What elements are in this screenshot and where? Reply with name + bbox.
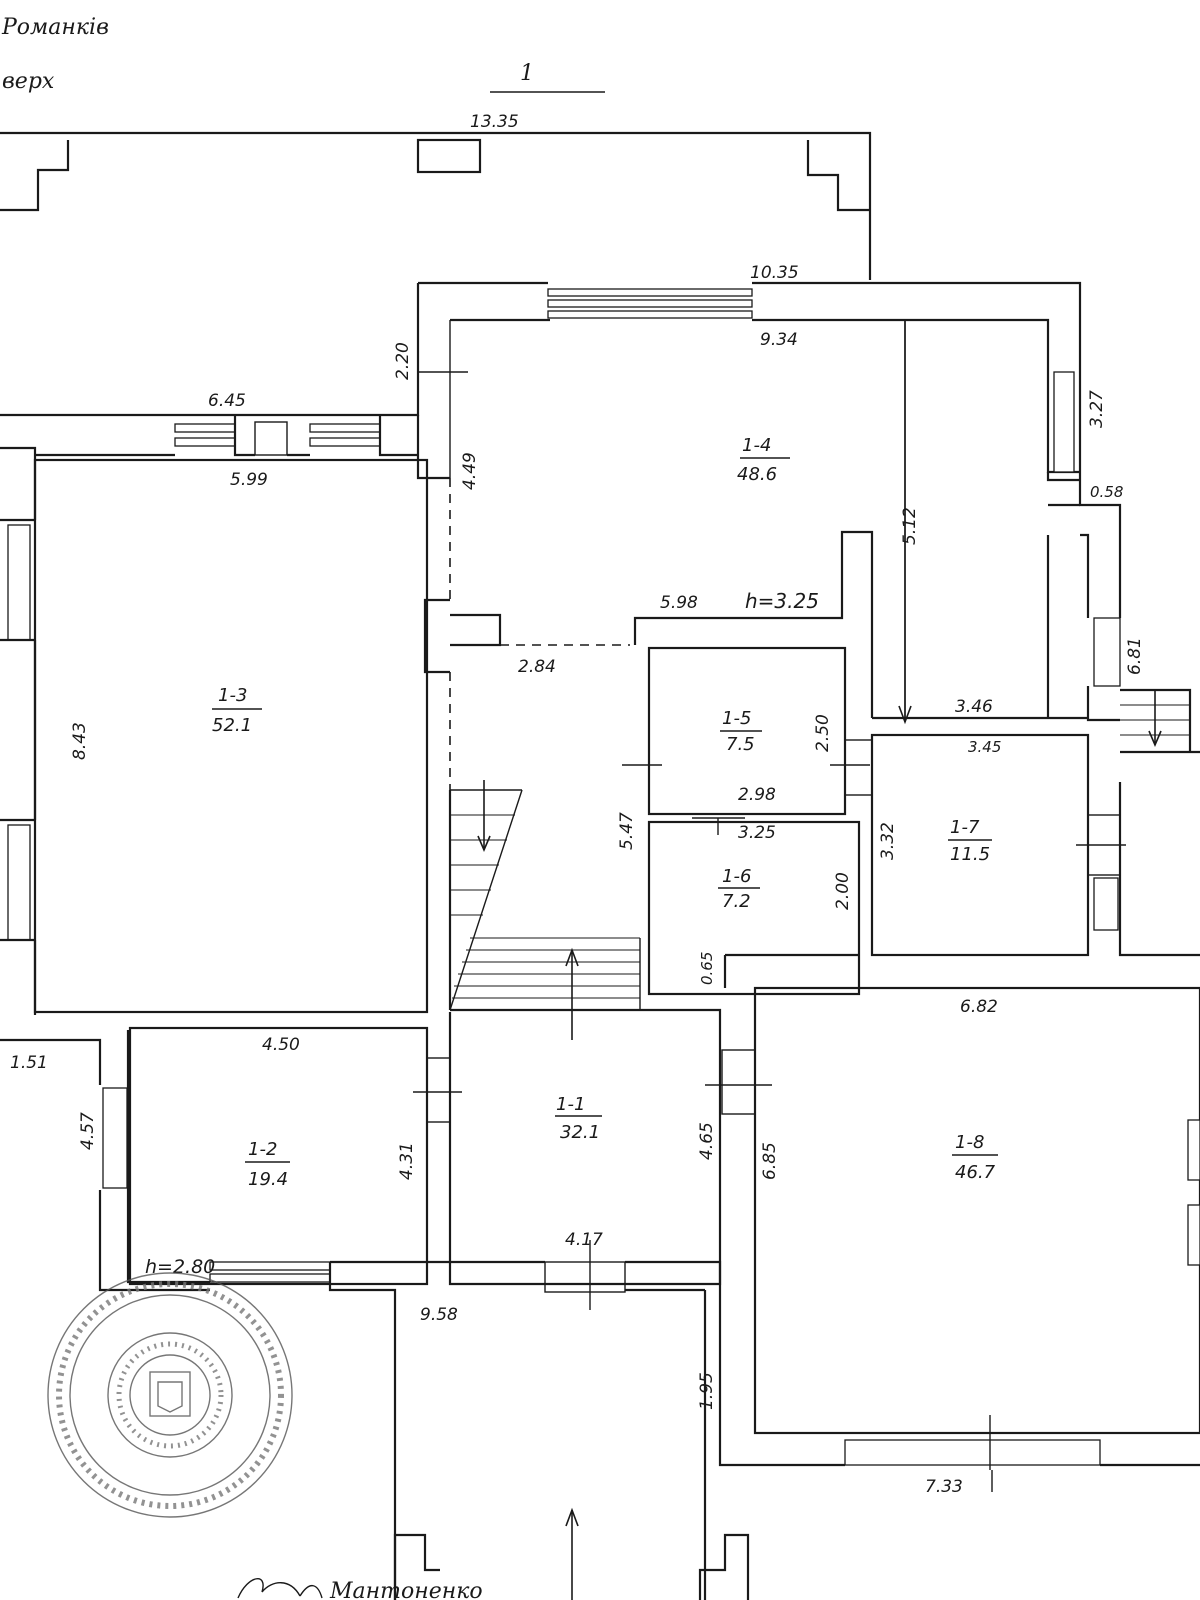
svg-text:1-7: 1-7 (950, 817, 980, 838)
window (1187, 1204, 1200, 1266)
svg-text:1-1: 1-1 (556, 1094, 585, 1115)
dimension-label: 9.58 (420, 1305, 458, 1325)
window (547, 299, 753, 308)
dimension-label: 6.82 (960, 997, 998, 1017)
window (309, 423, 381, 433)
svg-text:Мантоненко: Мантоненко (329, 1579, 483, 1600)
svg-text:52.1: 52.1 (212, 715, 252, 736)
dimension-label: 4.65 (697, 1122, 717, 1160)
svg-text:1-5: 1-5 (722, 708, 751, 729)
room-label-1-6: 1-6 7.2 (718, 866, 760, 912)
window (547, 288, 753, 297)
svg-text:46.7: 46.7 (955, 1162, 996, 1183)
official-stamp (47, 1272, 293, 1518)
room-label-1-5: 1-5 7.5 (720, 708, 762, 755)
ceiling-height-room-1-2: h=2.80 (145, 1256, 215, 1278)
room-label-1-4: 1-4 48.6 (737, 435, 790, 485)
dimension-label: 3.32 (878, 822, 898, 860)
svg-text:11.5: 11.5 (950, 844, 990, 865)
dimension-label: 0.65 (698, 952, 716, 985)
top-terrace (0, 131, 872, 280)
dimension-label: 4.50 (262, 1035, 300, 1055)
window (547, 310, 753, 319)
room-1-1 (448, 1008, 722, 1286)
window (209, 1261, 331, 1271)
dimension-label: 6.85 (760, 1142, 780, 1180)
window (844, 1439, 1101, 1466)
dimension-label: 3.25 (738, 823, 776, 843)
dimension-label: 9.34 (760, 330, 798, 350)
dimension-label: 4.57 (78, 1112, 98, 1150)
dimension-label: 5.98 (660, 593, 698, 613)
dimension-label: 7.33 (925, 1477, 963, 1497)
window (174, 437, 236, 447)
room-1-2 (128, 1026, 429, 1286)
window (309, 437, 381, 447)
dimension-label: 5.99 (230, 470, 268, 490)
svg-text:7.5: 7.5 (726, 734, 755, 755)
room-label-1-3: 1-3 52.1 (212, 685, 262, 736)
dimension-label: 8.43 (70, 722, 90, 760)
svg-text:7.2: 7.2 (722, 891, 751, 912)
svg-text:1-4: 1-4 (742, 435, 771, 456)
dimension-label: 2.20 (393, 342, 413, 380)
dimension-label: 10.35 (750, 263, 799, 283)
dimension-label: 4.49 (460, 452, 480, 490)
room-label-1-2: 1-2 19.4 (245, 1139, 290, 1190)
room-label-1-1: 1-1 32.1 (555, 1094, 602, 1143)
window (7, 824, 31, 941)
window (102, 1087, 128, 1189)
window (7, 524, 31, 641)
dimension-label: 0.58 (1090, 483, 1123, 501)
outer-walls (0, 281, 1200, 1600)
village-name: Романків (1, 15, 109, 40)
dimension-label: 3.27 (1087, 390, 1107, 428)
dimension-label: 3.46 (955, 697, 993, 717)
room-label-1-7: 1-7 11.5 (948, 817, 992, 865)
svg-text:19.4: 19.4 (248, 1169, 288, 1190)
window (1093, 617, 1121, 687)
dimension-label: 5.47 (617, 812, 637, 850)
window (1053, 371, 1075, 473)
window (174, 423, 236, 433)
window (1187, 1119, 1200, 1181)
svg-text:1-8: 1-8 (955, 1132, 984, 1153)
room-1-3 (33, 458, 429, 1014)
room-1-4-walls (423, 320, 1088, 790)
dimension-labels: 13.35 10.35 9.34 2.20 3.27 0.58 6.45 5.9… (10, 112, 1145, 1497)
dimension-label: 2.50 (813, 714, 833, 752)
ceiling-height-main: h=3.25 (745, 589, 819, 613)
svg-text:48.6: 48.6 (737, 464, 777, 485)
dimension-label: 6.45 (208, 391, 246, 411)
svg-text:32.1: 32.1 (560, 1122, 600, 1143)
svg-text:1-3: 1-3 (218, 685, 247, 706)
svg-text:1-6: 1-6 (722, 866, 751, 887)
door-marks (413, 371, 1126, 1600)
staircase (448, 780, 641, 1040)
svg-text:1-2: 1-2 (248, 1139, 277, 1160)
room-1-6 (647, 820, 861, 996)
dimension-label: 5.12 (900, 507, 920, 545)
floor-label: верх (2, 69, 55, 94)
dimension-label: 6.81 (1125, 637, 1145, 675)
dimension-label: 1.95 (697, 1372, 717, 1410)
dimension-label: 4.31 (397, 1142, 417, 1180)
dimension-label: 2.00 (833, 872, 853, 910)
signature: Мантоненко (237, 1578, 483, 1600)
dimension-label: 4.17 (565, 1230, 603, 1250)
window (209, 1273, 331, 1283)
sheet-number: 1 (520, 61, 534, 86)
dimension-label: 1.51 (10, 1053, 48, 1073)
east-entrance-steps (1120, 688, 1192, 752)
dimension-label: 3.45 (968, 738, 1001, 756)
room-1-8 (753, 986, 1200, 1435)
window (1093, 877, 1119, 931)
dimension-label: 13.35 (470, 112, 519, 132)
dimension-label: 2.98 (738, 785, 776, 805)
room-label-1-8: 1-8 46.7 (952, 1132, 998, 1183)
dimension-label: 2.84 (518, 657, 556, 677)
room-1-5 (647, 646, 847, 816)
